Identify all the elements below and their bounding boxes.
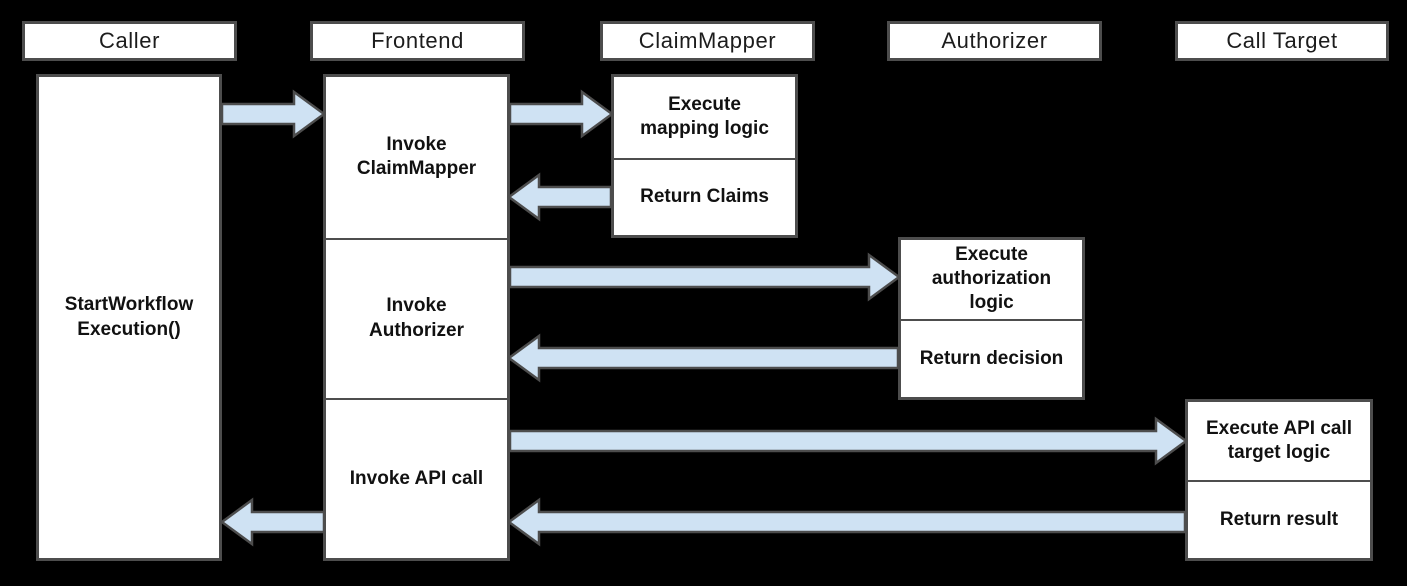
frontend-step-invoke-authorizer: Invoke Authorizer (326, 237, 507, 398)
claimmapper-step-label: Return Claims (640, 186, 769, 208)
arrow-frontend-to-caller (219, 497, 326, 547)
actor-header-claimmapper: ClaimMapper (600, 21, 815, 61)
frontend-step-invoke-claimmapper: Invoke ClaimMapper (326, 77, 507, 238)
actor-label-claimmapper: ClaimMapper (638, 28, 777, 53)
claimmapper-step-label: Execute mapping logic (640, 93, 769, 140)
arrow-claimmapper-to-frontend (506, 172, 613, 222)
actor-header-frontend: Frontend (310, 21, 525, 61)
frontend-step-label: Invoke Authorizer (369, 295, 464, 341)
frontend-step-label: Invoke API call (349, 467, 484, 489)
claimmapper-step-execute-mapping: Execute mapping logic (614, 77, 795, 158)
arrow-frontend-to-claimmapper (508, 89, 615, 139)
authorizer-activation-box: Execute authorization logic Return decis… (898, 237, 1085, 400)
actor-label-authorizer: Authorizer (941, 28, 1048, 53)
claimmapper-activation-box: Execute mapping logic Return Claims (611, 74, 798, 238)
calltarget-step-label: Execute API call target logic (1205, 417, 1353, 463)
actor-header-authorizer: Authorizer (887, 21, 1102, 61)
actor-header-calltarget: Call Target (1175, 21, 1389, 61)
actor-label-caller: Caller (98, 28, 161, 53)
calltarget-step-execute-api: Execute API call target logic (1188, 402, 1370, 480)
arrow-caller-to-frontend (220, 89, 327, 139)
authorizer-step-return-decision: Return decision (901, 318, 1082, 398)
authorizer-step-execute-authorization: Execute authorization logic (901, 240, 1082, 319)
arrow-frontend-to-authorizer (508, 252, 902, 302)
authorizer-step-label: Return decision (919, 347, 1064, 369)
claimmapper-step-return-claims: Return Claims (614, 157, 795, 235)
actor-label-frontend: Frontend (371, 28, 464, 53)
actor-label-calltarget: Call Target (1226, 28, 1338, 53)
actor-header-caller: Caller (22, 21, 237, 61)
caller-step: StartWorkflow Execution() (39, 77, 219, 558)
authorizer-step-label: Execute authorization logic (931, 243, 1052, 314)
arrow-frontend-to-calltarget (508, 416, 1189, 466)
caller-step-label: StartWorkflow Execution() (64, 294, 194, 340)
calltarget-step-label: Return result (1219, 508, 1339, 530)
frontend-step-invoke-api-call: Invoke API call (326, 397, 507, 558)
frontend-activation-box: Invoke ClaimMapper Invoke Authorizer Inv… (323, 74, 510, 561)
arrow-calltarget-to-frontend (506, 497, 1187, 547)
calltarget-step-return-result: Return result (1188, 480, 1370, 558)
arrow-authorizer-to-frontend (506, 333, 900, 383)
caller-activation-box: StartWorkflow Execution() (36, 74, 222, 561)
frontend-step-label: Invoke ClaimMapper (356, 134, 477, 180)
calltarget-activation-box: Execute API call target logic Return res… (1185, 399, 1373, 561)
